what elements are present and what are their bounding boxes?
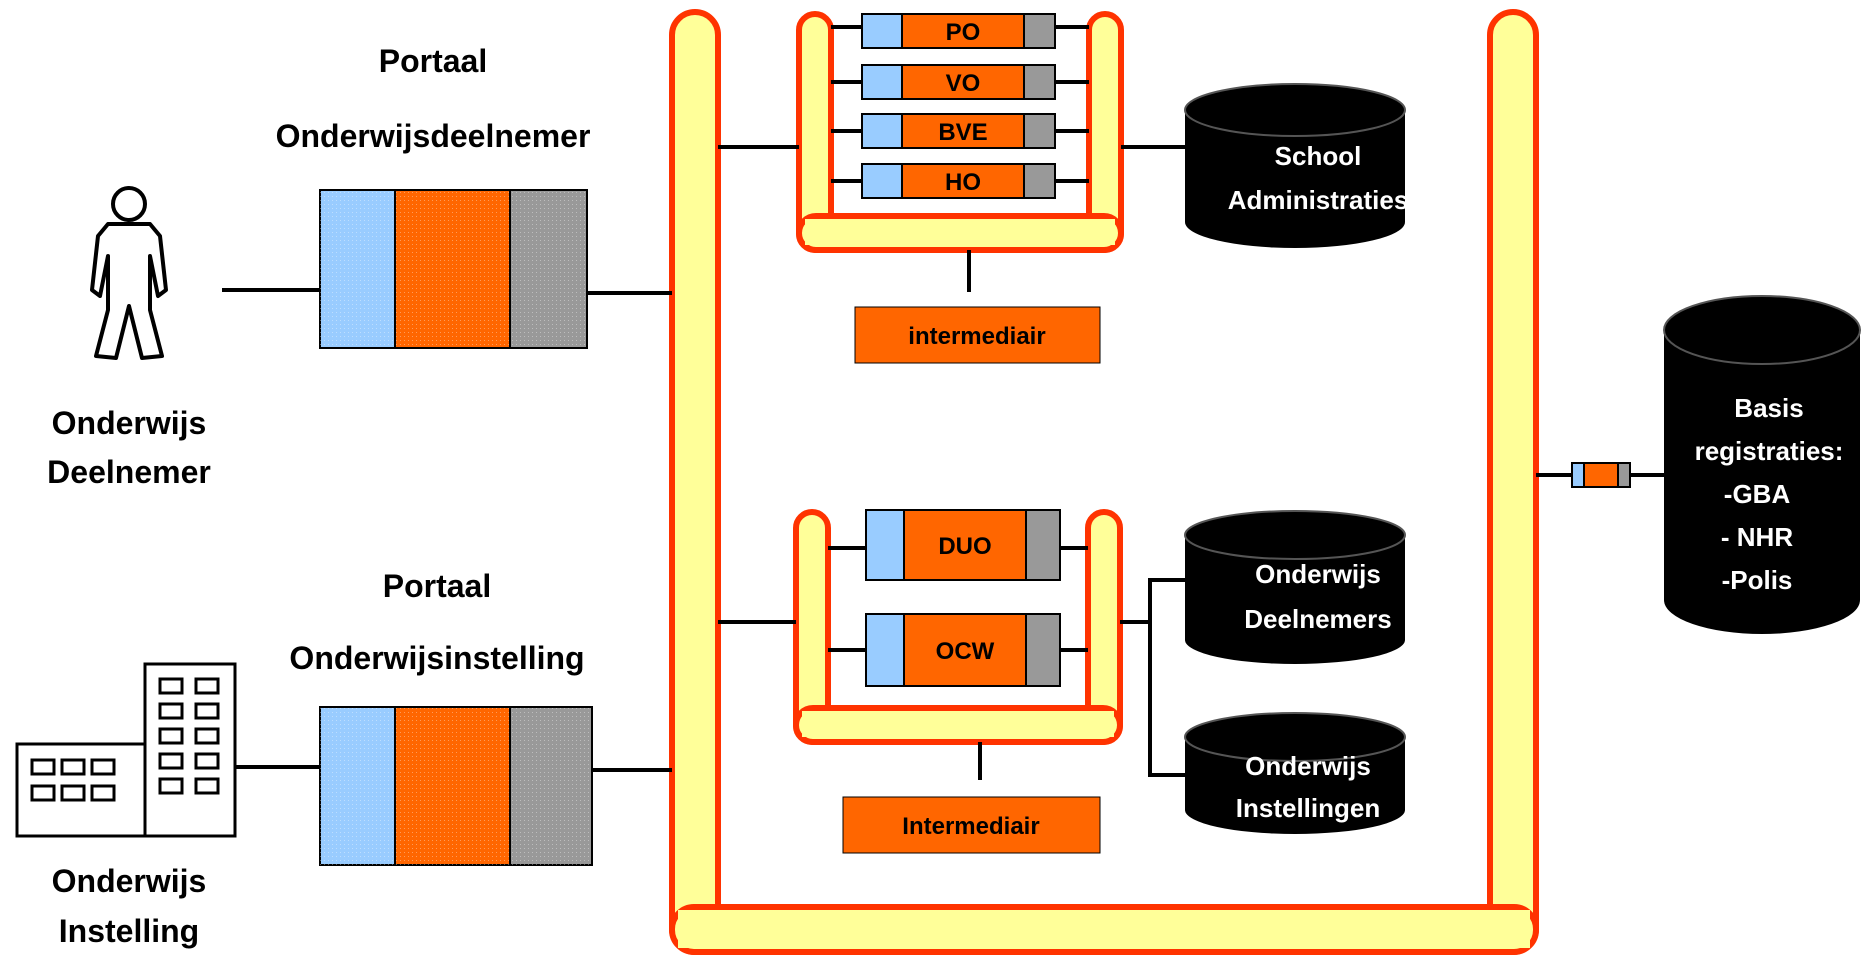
db-basis-registraties — [1663, 295, 1861, 634]
bottom-intermediary-label: Intermediair — [902, 813, 1039, 840]
service-vo — [861, 64, 1056, 100]
instelling-label-line1: Onderwijs — [52, 863, 207, 899]
db-basis-line1: Basis — [1734, 393, 1803, 423]
service-po — [861, 13, 1056, 49]
db-deelnemers-line1: Onderwijs — [1255, 559, 1381, 589]
bottom-intermediary-box — [842, 796, 1101, 854]
building-icon — [15, 662, 237, 838]
db-deelnemers-line2: Deelnemers — [1244, 604, 1391, 634]
portaal-instelling-subtitle: Onderwijsinstelling — [289, 640, 584, 676]
db-onderwijs-deelnemers — [1184, 510, 1406, 664]
portal-deelnemer — [319, 189, 588, 349]
db-onderwijs-instellingen — [1184, 712, 1406, 834]
service-ocw-label: OCW — [936, 638, 995, 665]
top-bus — [796, 11, 1124, 253]
service-duo — [865, 509, 1061, 581]
portaal-deelnemer-title: Portaal — [379, 43, 487, 79]
db-basis-line5: -Polis — [1722, 565, 1793, 595]
main-bus — [669, 9, 1539, 955]
db-school-line1: School — [1275, 141, 1362, 171]
db-basis-line3: -GBA — [1724, 479, 1791, 509]
service-ocw — [865, 613, 1061, 687]
service-bve-label: BVE — [938, 119, 987, 146]
service-po-label: PO — [946, 19, 981, 46]
deelnemer-label-line2: Deelnemer — [47, 454, 211, 490]
top-intermediary-label: intermediair — [908, 323, 1045, 350]
db-basis-line4: - NHR — [1721, 522, 1793, 552]
service-ho-label: HO — [945, 169, 981, 196]
db-basis-line2: registraties: — [1695, 436, 1844, 466]
db-instellingen-line2: Instellingen — [1236, 793, 1380, 823]
db-instellingen-line1: Onderwijs — [1245, 751, 1371, 781]
basis-connector — [1571, 462, 1631, 488]
top-intermediary-box — [854, 306, 1101, 364]
portaal-deelnemer-subtitle: Onderwijsdeelnemer — [276, 118, 591, 154]
portaal-instelling-title: Portaal — [383, 568, 491, 604]
service-duo-label: DUO — [938, 533, 991, 560]
portal-instelling — [319, 706, 593, 866]
instelling-label-line2: Instelling — [59, 913, 199, 949]
db-school-administraties — [1184, 83, 1406, 248]
service-bve — [861, 113, 1056, 149]
person-icon — [90, 186, 168, 360]
db-school-line2: Administraties — [1228, 185, 1409, 215]
bottom-bus — [793, 509, 1123, 745]
deelnemer-label-line1: Onderwijs — [52, 405, 207, 441]
connector-lines — [222, 25, 1664, 780]
service-vo-label: VO — [946, 70, 981, 97]
service-ho — [861, 163, 1056, 199]
